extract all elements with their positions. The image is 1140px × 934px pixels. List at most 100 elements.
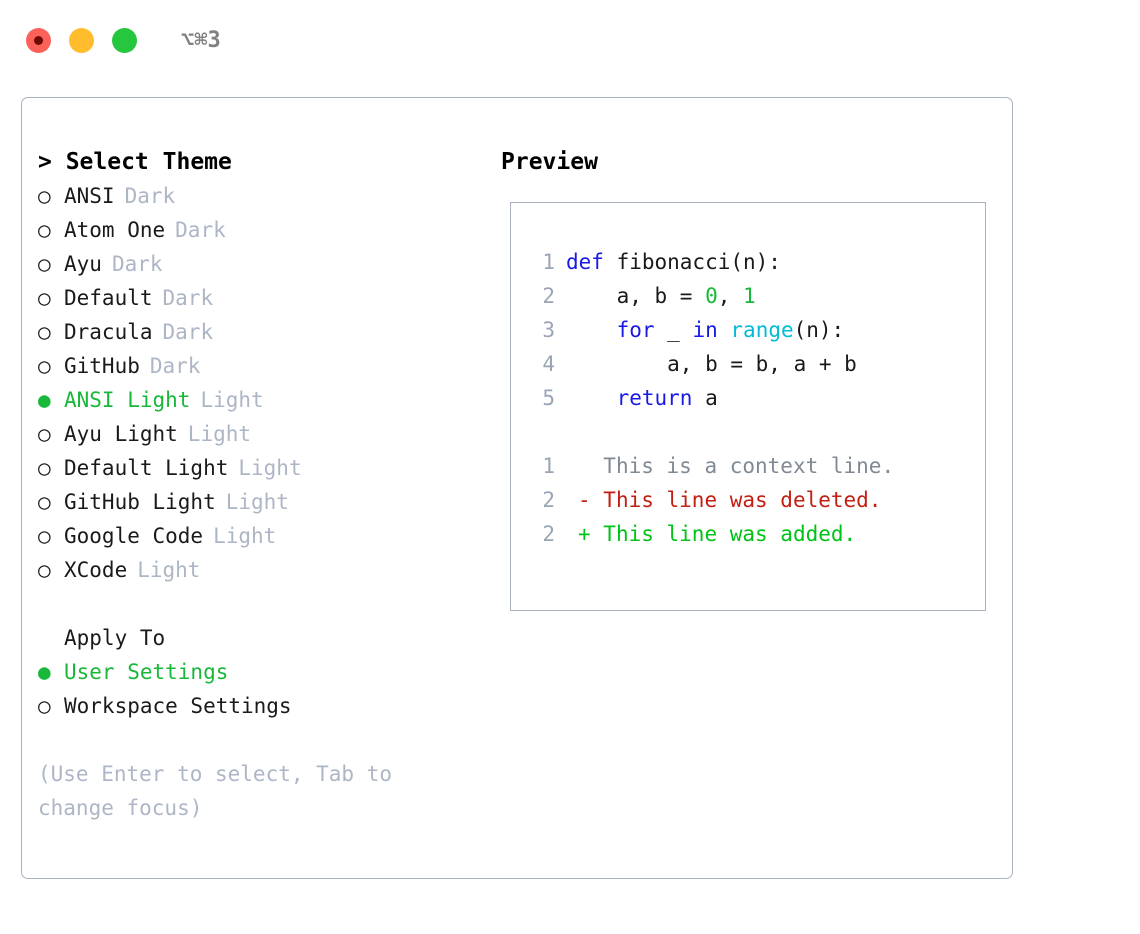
code-token-plain: a, b = b, a + b (566, 352, 857, 376)
diff-text: This is a context line. (590, 454, 895, 478)
preview-panel: Preview (501, 145, 1001, 179)
theme-name: Google Code (64, 524, 204, 548)
code-line: 3 for _ in range(n): (525, 313, 894, 347)
radio-unselected-icon: ○ (38, 252, 51, 276)
apply-to-option-user-settings[interactable]: ●User Settings (38, 655, 478, 689)
code-text: for _ in range(n): (566, 313, 845, 347)
code-token-plain (566, 386, 617, 410)
theme-option-ayu[interactable]: ○ Ayu Dark (38, 247, 478, 281)
theme-name: GitHub Light (64, 490, 216, 514)
apply-to-name: Workspace Settings (64, 694, 292, 718)
code-line: 1 def fibonacci(n): (525, 245, 894, 279)
diff-sign: - (578, 488, 591, 512)
theme-category: Dark (149, 354, 201, 378)
radio-unselected-icon: ○ (38, 320, 51, 344)
theme-category: Light (200, 388, 264, 412)
record-indicator-dot (34, 35, 43, 45)
list-spacer (38, 587, 478, 621)
apply-to-list: ●User Settings ○ Workspace Settings (38, 655, 478, 723)
diff-text: This line was deleted. (590, 488, 882, 512)
theme-category: Light (225, 490, 289, 514)
code-token-plain: , (717, 284, 744, 308)
theme-category: Light (187, 422, 252, 446)
code-diff-separator (525, 415, 894, 449)
code-token-plain: _ (654, 318, 693, 342)
code-text: a, b = b, a + b (566, 347, 857, 381)
line-number: 1 (542, 250, 555, 274)
hint-spacer (38, 723, 478, 757)
code-token-plain: (n): (793, 318, 845, 342)
theme-category: Dark (175, 218, 226, 242)
radio-unselected-icon: ○ (38, 354, 51, 378)
theme-name: Default Light (64, 456, 229, 480)
line-number: 1 (542, 454, 555, 478)
code-text: a, b = 0, 1 (566, 279, 756, 313)
code-token-plain (718, 318, 731, 342)
code-token-num: 0 (705, 284, 718, 308)
theme-option-atom-one[interactable]: ○ Atom One Dark (38, 213, 478, 247)
radio-unselected-icon: ○ (38, 524, 51, 548)
window-titlebar: ⌥⌘3 (0, 0, 1140, 80)
line-number: 5 (542, 386, 555, 410)
code-text: return a (566, 381, 718, 415)
code-token-kw: for (616, 318, 655, 342)
radio-unselected-icon: ○ (38, 558, 51, 582)
theme-name: Atom One (64, 218, 166, 242)
theme-name: Dracula (64, 320, 153, 344)
theme-category: Light (238, 456, 302, 480)
close-button[interactable] (26, 27, 51, 53)
maximize-button[interactable] (112, 27, 137, 53)
diff-line-del: 2- This line was deleted. (525, 483, 894, 517)
code-token-plain: a (692, 386, 718, 410)
code-line: 5 return a (525, 381, 894, 415)
keyboard-hint-text: (Use Enter to select, Tab to change focu… (38, 762, 393, 820)
line-number: 3 (542, 318, 555, 342)
radio-unselected-icon: ○ (38, 694, 51, 718)
apply-to-name: User Settings (64, 660, 229, 684)
radio-unselected-icon: ○ (38, 218, 51, 242)
code-text: def fibonacci(n): (566, 245, 781, 279)
preview-heading: Preview (501, 149, 598, 175)
theme-category: Light (137, 558, 201, 582)
diff-sample: 1 This is a context line. 2- This line wa… (525, 449, 894, 551)
theme-option-github-light[interactable]: ○ GitHub Light Light (38, 485, 478, 519)
code-token-plain: a, b = (566, 284, 706, 308)
apply-to-label: Apply To (64, 626, 166, 650)
diff-sign (578, 449, 591, 483)
apply-to-option-workspace-settings[interactable]: ○ Workspace Settings (38, 689, 478, 723)
select-theme-heading: > Select Theme (38, 149, 232, 175)
code-token-plain: fibonacci(n): (616, 250, 781, 274)
line-number: 2 (542, 488, 555, 512)
traffic-lights (26, 27, 137, 53)
theme-name: Default (64, 286, 153, 310)
diff-line-add: 2+ This line was added. (525, 517, 894, 551)
radio-selected-icon: ● (38, 388, 51, 412)
diff-text: This line was added. (590, 522, 857, 546)
theme-name: Ayu (64, 252, 102, 276)
theme-name: Ayu Light (64, 422, 178, 446)
line-number: 2 (542, 522, 555, 546)
line-number: 4 (542, 352, 555, 376)
radio-unselected-icon: ○ (38, 490, 51, 514)
code-token-plain (566, 318, 617, 342)
minimize-button[interactable] (69, 27, 94, 53)
code-token-kw: def (566, 250, 617, 274)
theme-name: ANSI (64, 184, 115, 208)
code-token-num: 1 (743, 284, 756, 308)
keyboard-shortcut-label: ⌥⌘3 (181, 27, 221, 53)
theme-category: Dark (111, 252, 163, 276)
